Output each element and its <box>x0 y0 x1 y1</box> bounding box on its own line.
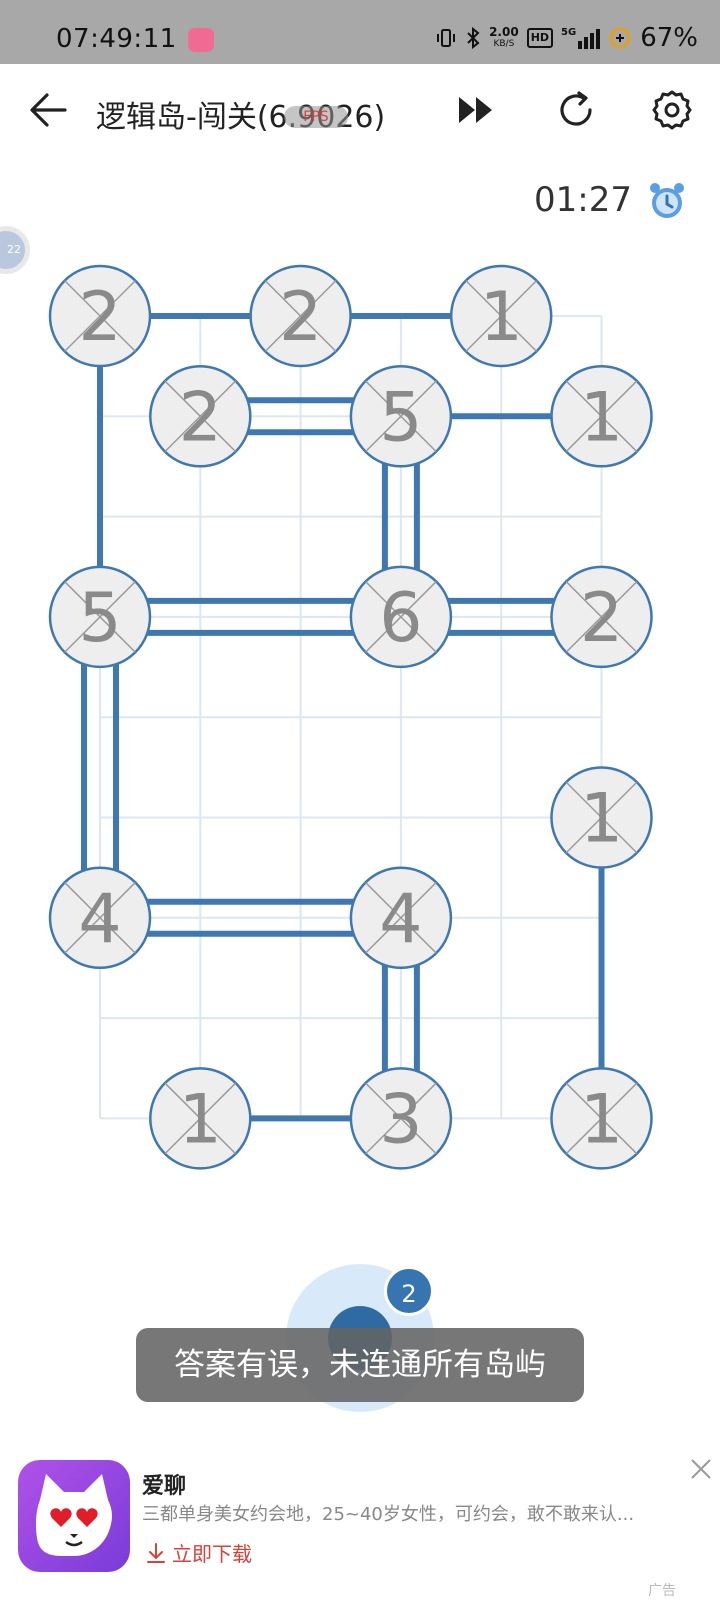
cross-mark <box>64 881 136 954</box>
island[interactable]: 2 <box>48 264 152 368</box>
island-number: 1 <box>580 780 623 859</box>
cross-mark <box>565 1082 638 1155</box>
island[interactable]: 2 <box>550 565 653 669</box>
cross-mark <box>365 581 437 653</box>
island-number: 2 <box>179 378 222 457</box>
island-number: 5 <box>78 579 121 658</box>
signal-icon: 5G <box>561 27 601 49</box>
island[interactable]: 4 <box>349 866 453 970</box>
cross-mark <box>164 1082 237 1155</box>
island-number: 1 <box>179 1080 222 1159</box>
island[interactable]: 2 <box>249 264 352 368</box>
bluetooth-icon <box>467 26 480 50</box>
skip-button[interactable] <box>448 82 504 138</box>
ad-banner[interactable]: 爱聊 三都单身美女约会地，25~40岁女性，可约会，敢不敢来认... 立即下载 … <box>0 1438 720 1608</box>
ad-label: 广告 <box>648 1583 676 1599</box>
island[interactable]: 1 <box>550 1067 653 1170</box>
island[interactable]: 1 <box>449 264 553 368</box>
download-icon <box>147 1542 165 1563</box>
cross-mark <box>164 380 237 453</box>
island[interactable]: 1 <box>550 365 653 468</box>
island[interactable]: 5 <box>48 565 152 669</box>
island[interactable]: 2 <box>149 365 252 468</box>
cross-mark <box>565 581 638 653</box>
close-icon[interactable] <box>688 1456 714 1482</box>
island-number: 1 <box>480 278 523 357</box>
cross-mark <box>565 380 638 453</box>
side-floating-bubble[interactable]: 22 <box>0 226 30 274</box>
fps-badge: FPS <box>284 106 348 128</box>
cross-mark <box>565 781 638 854</box>
island[interactable]: 6 <box>349 565 453 669</box>
ad-description[interactable]: 三都单身美女约会地，25~40岁女性，可约会，敢不敢来认... <box>142 1504 635 1525</box>
timer: 01:27 <box>534 180 632 220</box>
alarm-clock-icon <box>650 183 684 218</box>
restart-button[interactable] <box>548 82 604 138</box>
back-button[interactable] <box>20 82 76 138</box>
island-number: 2 <box>279 278 322 357</box>
island[interactable]: 3 <box>349 1067 453 1170</box>
cross-mark <box>264 280 337 352</box>
island[interactable]: 5 <box>349 365 453 468</box>
cross-mark <box>64 581 136 653</box>
status-time: 07:49:11 <box>56 24 177 54</box>
refresh-icon <box>560 91 592 126</box>
error-toast: 答案有误，未连通所有岛屿 <box>136 1328 584 1402</box>
arrow-left-icon <box>30 93 67 127</box>
cross-mark <box>365 881 437 954</box>
island[interactable]: 1 <box>149 1067 252 1170</box>
gear-icon <box>652 90 692 130</box>
island-number: 6 <box>379 579 422 658</box>
cat-logo-icon <box>36 1474 112 1557</box>
cross-mark <box>365 1082 437 1155</box>
ad-title[interactable]: 爱聊 <box>142 1474 187 1499</box>
ad-app-logo[interactable] <box>18 1460 130 1572</box>
toolbar: 逻辑岛-闯关(6.9026) FPS <box>0 64 720 160</box>
battery-percent: 67% <box>640 23 698 53</box>
island-number: 4 <box>78 880 121 959</box>
vibrate-icon <box>437 29 456 47</box>
hd-badge: HD <box>526 28 554 48</box>
island-number: 4 <box>379 880 422 959</box>
island[interactable]: 4 <box>48 866 152 970</box>
island[interactable]: 1 <box>550 766 653 869</box>
island-number: 1 <box>580 378 623 457</box>
ad-download-button[interactable]: 立即下载 <box>146 1538 252 1567</box>
island-number: 1 <box>580 1080 623 1159</box>
cross-mark <box>465 280 538 352</box>
hint-count-badge: 2 <box>384 1266 434 1316</box>
island-number: 2 <box>580 579 623 658</box>
cross-mark <box>365 380 437 453</box>
battery-saver-icon <box>609 27 631 49</box>
bilibili-icon: bilibili <box>188 28 214 52</box>
settings-button[interactable] <box>644 82 700 138</box>
cross-mark <box>64 280 136 352</box>
fast-forward-icon <box>459 97 492 123</box>
island-number: 3 <box>379 1080 422 1159</box>
island-number: 5 <box>379 378 422 457</box>
island-number: 2 <box>78 278 121 357</box>
ad-download-label: 立即下载 <box>172 1542 252 1566</box>
